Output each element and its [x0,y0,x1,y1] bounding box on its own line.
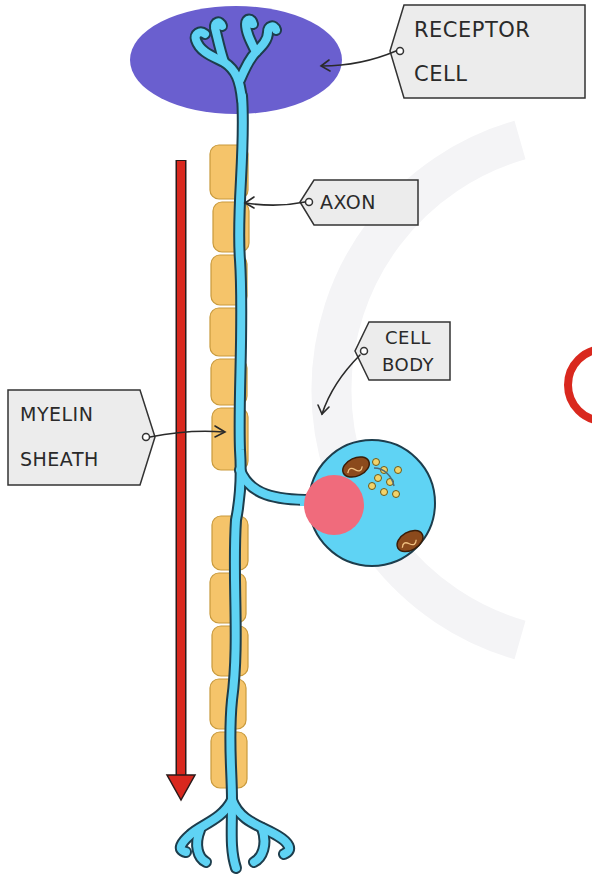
nucleus [304,475,364,535]
red-ring [568,349,592,421]
mitochondrion [393,526,426,556]
impulse-arrow-shaft [177,161,185,778]
receptor-cell [130,6,342,114]
neurone-fibres [181,20,312,869]
impulse-arrow-outline [176,160,187,778]
part-label: AXON [320,189,412,215]
impulse-arrow-head [167,775,195,800]
ribosomes [369,459,402,498]
part-label: MYELIN SHEATH [20,392,135,482]
part-label: CELL BODY [368,324,448,378]
mitochondrion [340,453,373,481]
callout-tags [8,5,585,485]
part-label: RECEPTOR CELL [414,8,564,96]
tag-holes [143,48,404,441]
leader-lines [150,51,396,437]
